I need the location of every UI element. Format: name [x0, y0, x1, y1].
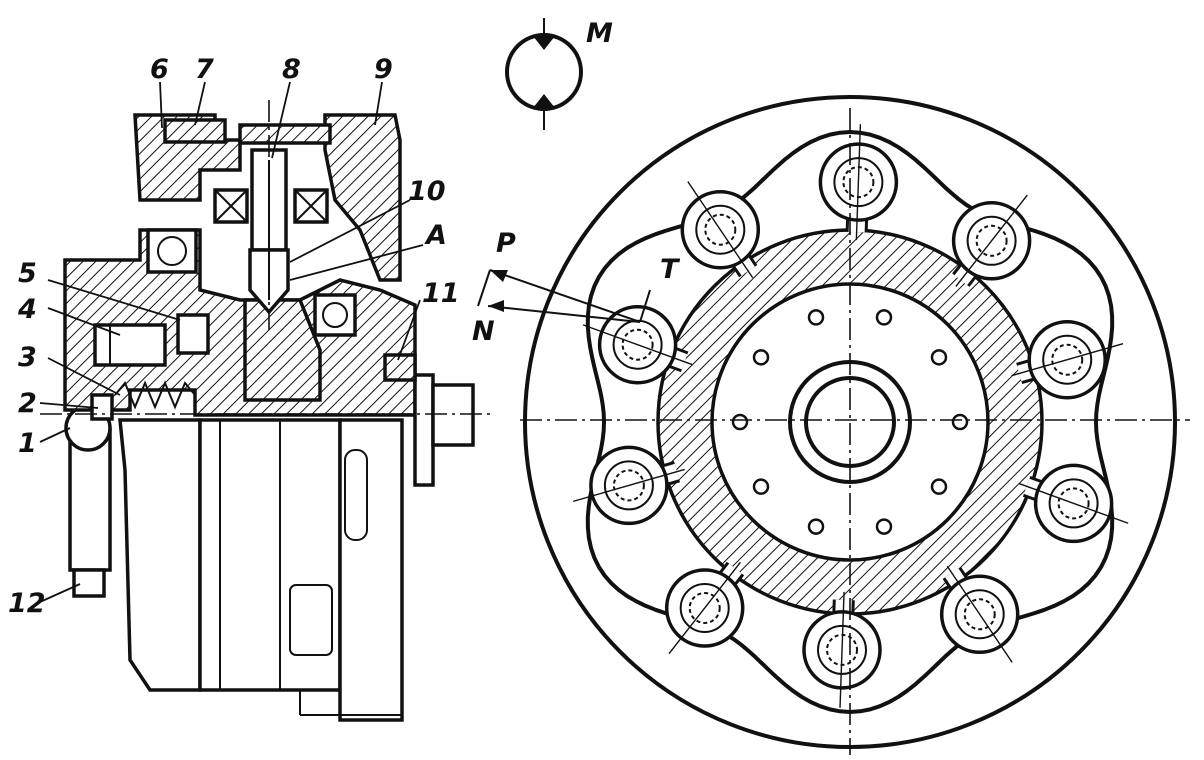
- ring-7: [163, 118, 227, 144]
- roller-1: [818, 124, 899, 241]
- port-7: [752, 478, 770, 495]
- front-view: P N T: [472, 95, 1190, 755]
- leader-lines: [39, 81, 424, 603]
- rotor-ports: [731, 309, 969, 535]
- lower-body-right: [338, 418, 404, 722]
- bearing-upper-right: [293, 188, 329, 224]
- label-8: 8: [282, 54, 301, 85]
- label-11: 11: [422, 278, 460, 309]
- label-2: 2: [18, 388, 37, 419]
- port-10: [807, 309, 825, 326]
- cover-9: [323, 113, 402, 282]
- port-8: [731, 413, 749, 431]
- roller-8: [572, 445, 685, 526]
- lower-body-center: [198, 418, 342, 692]
- label-a: A: [424, 220, 447, 251]
- roller-3: [1011, 319, 1124, 400]
- force-p-arrow-icon: [490, 270, 508, 282]
- label-9: 9: [374, 54, 393, 85]
- label-t: T: [660, 254, 681, 285]
- force-vectors: P N T: [472, 228, 681, 347]
- hydraulic-motor-symbol: M: [505, 18, 613, 130]
- seal-11: [383, 353, 417, 382]
- lower-body-left: [118, 418, 202, 692]
- bolt-12: [72, 568, 106, 598]
- spool-4: [93, 323, 167, 367]
- bearing-upper-left: [213, 188, 249, 224]
- roller-4: [1018, 463, 1129, 544]
- symbol-label-m: M: [586, 18, 613, 49]
- label-5: 5: [18, 258, 37, 289]
- section-view: 6 7 8 9 10 A 5 4 3 2 1 11 12: [8, 54, 490, 722]
- label-10: 10: [408, 176, 446, 207]
- inlet-arrow-icon: [533, 36, 555, 50]
- port-2: [930, 349, 948, 366]
- port-6: [807, 518, 825, 535]
- label-4: 4: [17, 294, 37, 325]
- piston-rollers: [572, 124, 1129, 708]
- label-n: N: [472, 316, 495, 347]
- bearing-right: [313, 293, 357, 337]
- roller-9: [582, 304, 693, 385]
- top-bridge: [238, 123, 332, 145]
- label-1: 1: [18, 428, 37, 459]
- roller-10: [680, 181, 761, 279]
- port-5: [875, 518, 893, 535]
- label-6: 6: [150, 54, 169, 85]
- label-3: 3: [18, 342, 37, 373]
- port-1: [875, 309, 893, 326]
- roller-2: [951, 194, 1032, 287]
- roller-6: [802, 591, 882, 708]
- label-7: 7: [195, 54, 214, 85]
- shaft-end: [431, 383, 475, 447]
- roller-7: [664, 561, 745, 655]
- roller-5: [939, 565, 1020, 663]
- flange: [413, 373, 435, 487]
- port-9: [752, 349, 770, 366]
- label-p: P: [496, 228, 516, 259]
- cylinder-block: [243, 298, 322, 402]
- outlet-arrow-icon: [533, 94, 555, 108]
- label-12: 12: [8, 588, 46, 619]
- port-3: [951, 413, 969, 431]
- spring-3: [114, 380, 196, 410]
- force-n-arrow-icon: [488, 300, 504, 312]
- port-4: [930, 478, 948, 495]
- main-body: [63, 228, 417, 417]
- valve-5: [176, 313, 210, 355]
